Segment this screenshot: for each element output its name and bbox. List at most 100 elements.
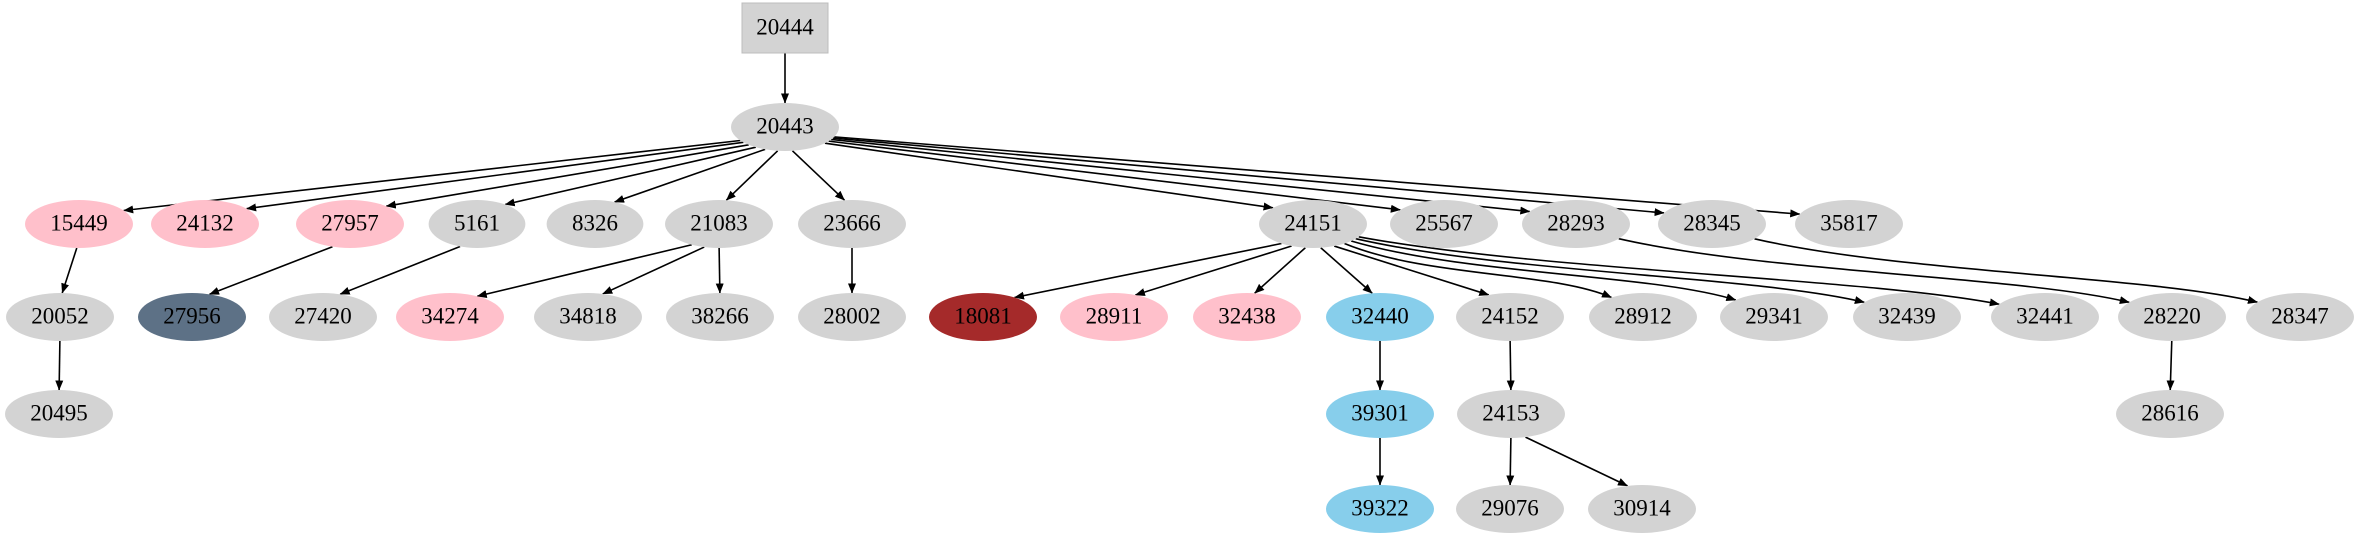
node-8326[interactable]: 8326 [546, 200, 644, 248]
node-34818[interactable]: 34818 [534, 293, 642, 341]
node-20444[interactable]: 20444 [741, 2, 829, 54]
edge-24152-24153 [1506, 340, 1515, 391]
node-ellipse[interactable] [1720, 293, 1828, 341]
node-ellipse[interactable] [546, 200, 644, 248]
node-ellipse[interactable] [151, 200, 259, 248]
edge-24151-24152 [1333, 245, 1490, 296]
node-ellipse[interactable] [1658, 200, 1766, 248]
node-25567[interactable]: 25567 [1390, 200, 1498, 248]
edge-24151-29341 [1350, 240, 1737, 302]
node-box[interactable] [741, 2, 829, 54]
node-39322[interactable]: 39322 [1326, 485, 1434, 533]
node-ellipse[interactable] [1326, 485, 1434, 533]
node-ellipse[interactable] [1795, 200, 1903, 248]
edge-15449-20052 [61, 247, 78, 294]
node-20495[interactable]: 20495 [5, 390, 113, 438]
node-ellipse[interactable] [396, 293, 504, 341]
edge-28220-28616 [2166, 340, 2175, 391]
edge-24153-30914 [1525, 436, 1628, 487]
node-ellipse[interactable] [1588, 485, 1696, 533]
node-ellipse[interactable] [269, 293, 377, 341]
node-ellipse[interactable] [25, 200, 133, 248]
node-27956[interactable]: 27956 [138, 293, 246, 341]
node-ellipse[interactable] [1456, 485, 1564, 533]
node-ellipse[interactable] [2118, 293, 2226, 341]
node-ellipse[interactable] [665, 200, 773, 248]
edge-28293-28220 [1618, 237, 2130, 304]
edge-20443-21083 [725, 150, 779, 201]
edge-28345-28347 [1754, 238, 2258, 304]
node-ellipse[interactable] [534, 293, 642, 341]
node-ellipse[interactable] [1522, 200, 1630, 248]
node-32439[interactable]: 32439 [1853, 293, 1961, 341]
node-ellipse[interactable] [138, 293, 246, 341]
node-24132[interactable]: 24132 [151, 200, 259, 248]
node-ellipse[interactable] [1991, 293, 2099, 341]
node-ellipse[interactable] [428, 200, 526, 248]
node-ellipse[interactable] [296, 200, 404, 248]
node-32440[interactable]: 32440 [1326, 293, 1434, 341]
node-ellipse[interactable] [1193, 293, 1301, 341]
node-ellipse[interactable] [929, 293, 1037, 341]
edge-21083-34818 [602, 246, 705, 295]
edge-20443-35817 [834, 136, 1801, 218]
node-ellipse[interactable] [798, 200, 906, 248]
node-ellipse[interactable] [5, 390, 113, 438]
node-ellipse[interactable] [1390, 200, 1498, 248]
node-39301[interactable]: 39301 [1326, 390, 1434, 438]
node-ellipse[interactable] [798, 293, 906, 341]
edge-27957-27956 [209, 245, 333, 296]
node-28616[interactable]: 28616 [2116, 390, 2224, 438]
node-28220[interactable]: 28220 [2118, 293, 2226, 341]
node-20052[interactable]: 20052 [6, 293, 114, 341]
node-28347[interactable]: 28347 [2246, 293, 2354, 341]
edge-5161-27420 [339, 245, 461, 295]
edge-21083-34274 [476, 243, 692, 298]
node-29076[interactable]: 29076 [1456, 485, 1564, 533]
node-32441[interactable]: 32441 [1991, 293, 2099, 341]
edge-20443-23666 [791, 150, 846, 201]
node-20443[interactable]: 20443 [731, 103, 839, 151]
node-ellipse[interactable] [1853, 293, 1961, 341]
node-24152[interactable]: 24152 [1456, 293, 1564, 341]
node-ellipse[interactable] [2116, 390, 2224, 438]
node-ellipse[interactable] [666, 293, 774, 341]
node-28293[interactable]: 28293 [1522, 200, 1630, 248]
node-ellipse[interactable] [1326, 390, 1434, 438]
node-30914[interactable]: 30914 [1588, 485, 1696, 533]
node-ellipse[interactable] [1060, 293, 1168, 341]
edge-24151-28912 [1344, 242, 1612, 299]
node-24153[interactable]: 24153 [1457, 390, 1565, 438]
node-ellipse[interactable] [2246, 293, 2354, 341]
node-ellipse[interactable] [1589, 293, 1697, 341]
node-ellipse[interactable] [1326, 293, 1434, 341]
edge-24153-29076 [1506, 437, 1515, 486]
node-21083[interactable]: 21083 [665, 200, 773, 248]
node-32438[interactable]: 32438 [1193, 293, 1301, 341]
node-28002[interactable]: 28002 [798, 293, 906, 341]
edge-20443-15449 [123, 139, 741, 214]
node-18081[interactable]: 18081 [929, 293, 1037, 341]
node-34274[interactable]: 34274 [396, 293, 504, 341]
node-ellipse[interactable] [1259, 200, 1367, 248]
node-28911[interactable]: 28911 [1060, 293, 1168, 341]
edge-24151-32438 [1254, 247, 1306, 294]
edge-20443-5161 [504, 146, 757, 207]
node-27957[interactable]: 27957 [296, 200, 404, 248]
node-28912[interactable]: 28912 [1589, 293, 1697, 341]
node-ellipse[interactable] [1456, 293, 1564, 341]
node-35817[interactable]: 35817 [1795, 200, 1903, 248]
node-28345[interactable]: 28345 [1658, 200, 1766, 248]
node-5161[interactable]: 5161 [428, 200, 526, 248]
node-23666[interactable]: 23666 [798, 200, 906, 248]
node-24151[interactable]: 24151 [1259, 200, 1367, 248]
node-15449[interactable]: 15449 [25, 200, 133, 248]
node-ellipse[interactable] [731, 103, 839, 151]
node-ellipse[interactable] [6, 293, 114, 341]
node-ellipse[interactable] [1457, 390, 1565, 438]
node-29341[interactable]: 29341 [1720, 293, 1828, 341]
node-27420[interactable]: 27420 [269, 293, 377, 341]
node-38266[interactable]: 38266 [666, 293, 774, 341]
